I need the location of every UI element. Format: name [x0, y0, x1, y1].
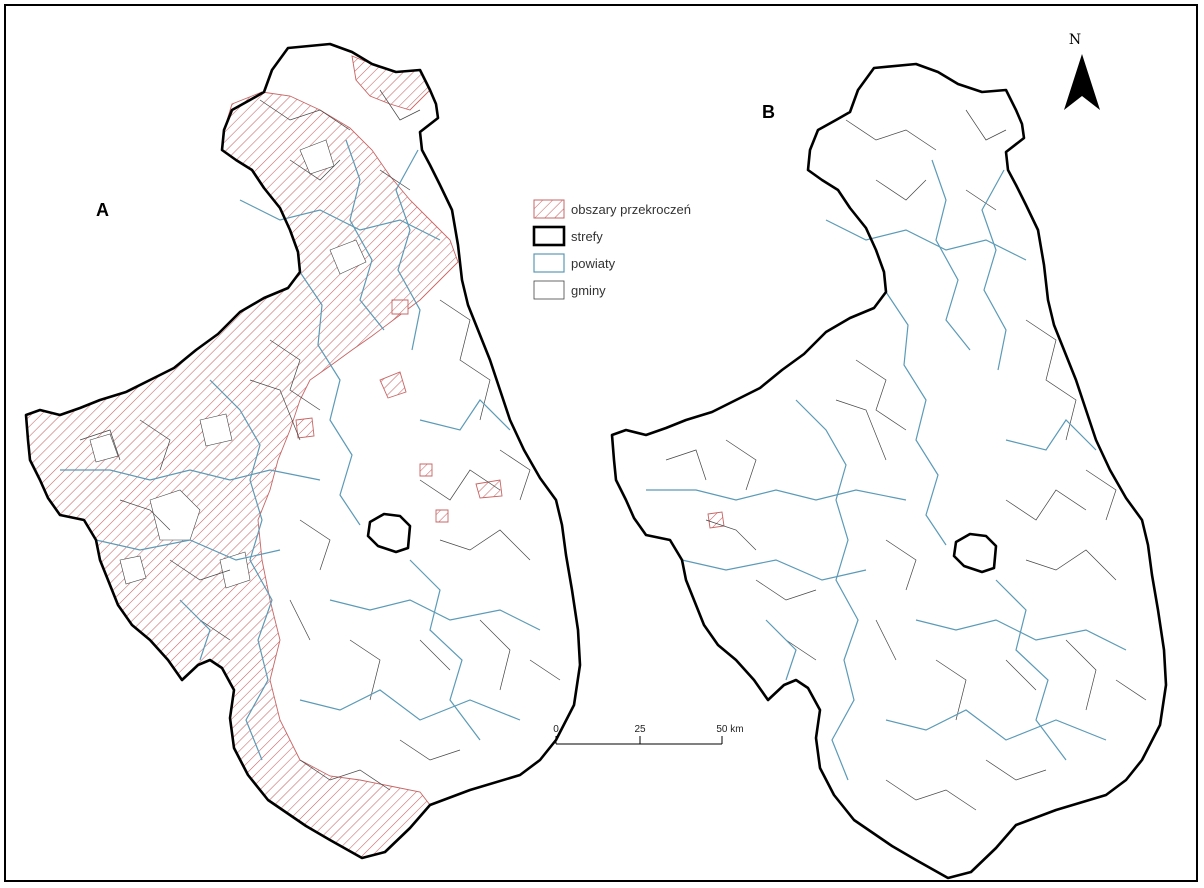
svg-text:strefy: strefy: [571, 229, 603, 244]
north-label: N: [1069, 32, 1081, 48]
panel-b-map: [610, 62, 1168, 880]
scale-tick-50: 50 km: [716, 724, 743, 735]
scale-tick-0: 0: [553, 724, 559, 735]
svg-text:powiaty: powiaty: [571, 256, 616, 271]
scale-tick-25: 25: [634, 724, 646, 735]
panel-a-label: A: [96, 200, 109, 220]
legend-item-zone: strefy: [532, 225, 603, 247]
legend-item-gmina: gminy: [533, 280, 606, 300]
legend-item-powiat: powiaty: [533, 253, 616, 273]
north-arrow-icon: N: [1064, 32, 1100, 110]
panel-a-map: A: [24, 42, 582, 860]
exceedance-area-b: [707, 511, 725, 529]
legend: obszary przekroczeń strefy powiaty gminy: [532, 199, 691, 300]
svg-text:gminy: gminy: [571, 283, 606, 298]
scale-bar: 0 25 50 km: [553, 724, 744, 745]
panel-b-label: B: [762, 102, 775, 122]
svg-text:obszary przekroczeń: obszary przekroczeń: [571, 202, 691, 217]
legend-item-exceed: obszary przekroczeń: [533, 199, 691, 219]
